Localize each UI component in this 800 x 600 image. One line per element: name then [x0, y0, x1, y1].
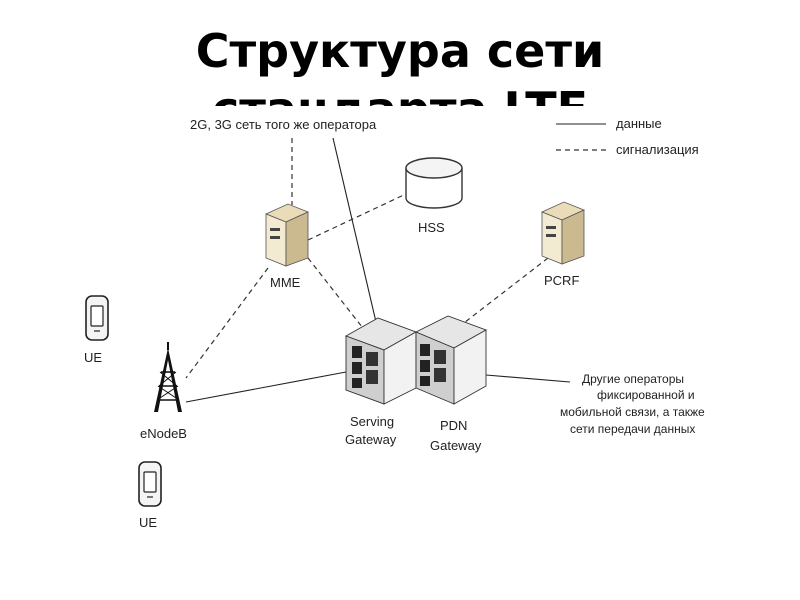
enodeb-serving-gw-link [185, 371, 347, 403]
pdn-gw-external-link [485, 374, 571, 383]
tower-brace [159, 371, 178, 387]
external-networks-note: Другие операторы фиксированной и мобильн… [560, 372, 705, 436]
title-line-1: Структура сети [195, 24, 605, 78]
serving-gw-label-line-1: Serving [350, 414, 394, 429]
tower-brace [157, 385, 180, 401]
ue-top-node: UE [84, 295, 109, 365]
pcrf-node: PCRF [540, 201, 586, 288]
pdn-gw-panel [420, 376, 430, 386]
pcrf-drive-bay [546, 226, 556, 229]
mme-drive-bay [270, 236, 280, 239]
hss-cylinder-body [405, 168, 463, 209]
serving-gw-panel [352, 362, 362, 374]
hss-cylinder-top [405, 157, 463, 179]
mme-hss-link [307, 192, 409, 241]
serving-gw-panel [352, 346, 362, 358]
slide-title: Структура сети стандарта LTE [0, 22, 800, 106]
pdn-gw-panel [420, 360, 430, 372]
pcrf-server-side [561, 209, 585, 265]
pdn-gw-panel [420, 344, 430, 356]
enodeb-label: eNodeB [140, 426, 187, 441]
external-note-line-4: сети передачи данных [570, 422, 695, 436]
legend-data-label: данные [616, 116, 662, 131]
phone-icon [85, 295, 109, 341]
serving-gw-label-line-2: Gateway [345, 432, 397, 447]
connections [185, 137, 571, 403]
ue-top-label: UE [84, 350, 102, 365]
enodeb-tower-icon: eNodeB [140, 342, 187, 441]
mme-label: MME [270, 275, 301, 290]
tower-brace [156, 385, 179, 401]
mme-server-side [285, 211, 309, 267]
pdn-gw-label-line-2: Gateway [430, 438, 482, 453]
serving-gw-panel [366, 352, 378, 366]
tower-frame [154, 348, 182, 412]
pdn-gw-label-line-1: PDN [440, 418, 467, 433]
legend-signal-label: сигнализация [616, 142, 699, 157]
pcrf-pdn-gw-link [459, 257, 549, 327]
serving-gw-panel [352, 378, 362, 388]
pdn-gw-panel [434, 350, 446, 364]
pcrf-drive-bay [546, 234, 556, 237]
external-note-line-2: фиксированной и [597, 388, 695, 402]
title-line-2: стандарта LTE [0, 80, 800, 106]
serving-gw-panel [366, 370, 378, 384]
mme-server-front [265, 213, 287, 267]
mme-serving-gw-link [307, 257, 367, 333]
external-note-line-3: мобильной связи, а также [560, 405, 705, 419]
pdn-gw-side [453, 329, 487, 405]
pdn-gw-panel [434, 368, 446, 382]
mme-enodeb-link [185, 267, 269, 379]
legend: данные сигнализация [556, 116, 699, 157]
serving-gw-to-2g3g-link [332, 137, 377, 323]
tower-brace [158, 371, 177, 387]
mme-drive-bay [270, 228, 280, 231]
hss-node: HSS [405, 157, 463, 235]
pcrf-server-front [541, 211, 563, 265]
pdn-gateway-node: PDN Gateway [414, 315, 488, 453]
phone-icon [138, 461, 162, 507]
phone-screen [90, 305, 104, 327]
pcrf-label: PCRF [544, 273, 579, 288]
external-note-line-1: Другие операторы [582, 372, 684, 386]
hss-label: HSS [418, 220, 445, 235]
top-network-note: 2G, 3G сеть того же оператора [190, 117, 377, 132]
ue-bottom-label: UE [139, 515, 157, 530]
phone-screen [143, 471, 157, 493]
serving-gateway-node: Serving Gateway [344, 317, 418, 447]
ue-bottom-node: UE [138, 461, 162, 530]
mme-node: MME [264, 203, 310, 290]
